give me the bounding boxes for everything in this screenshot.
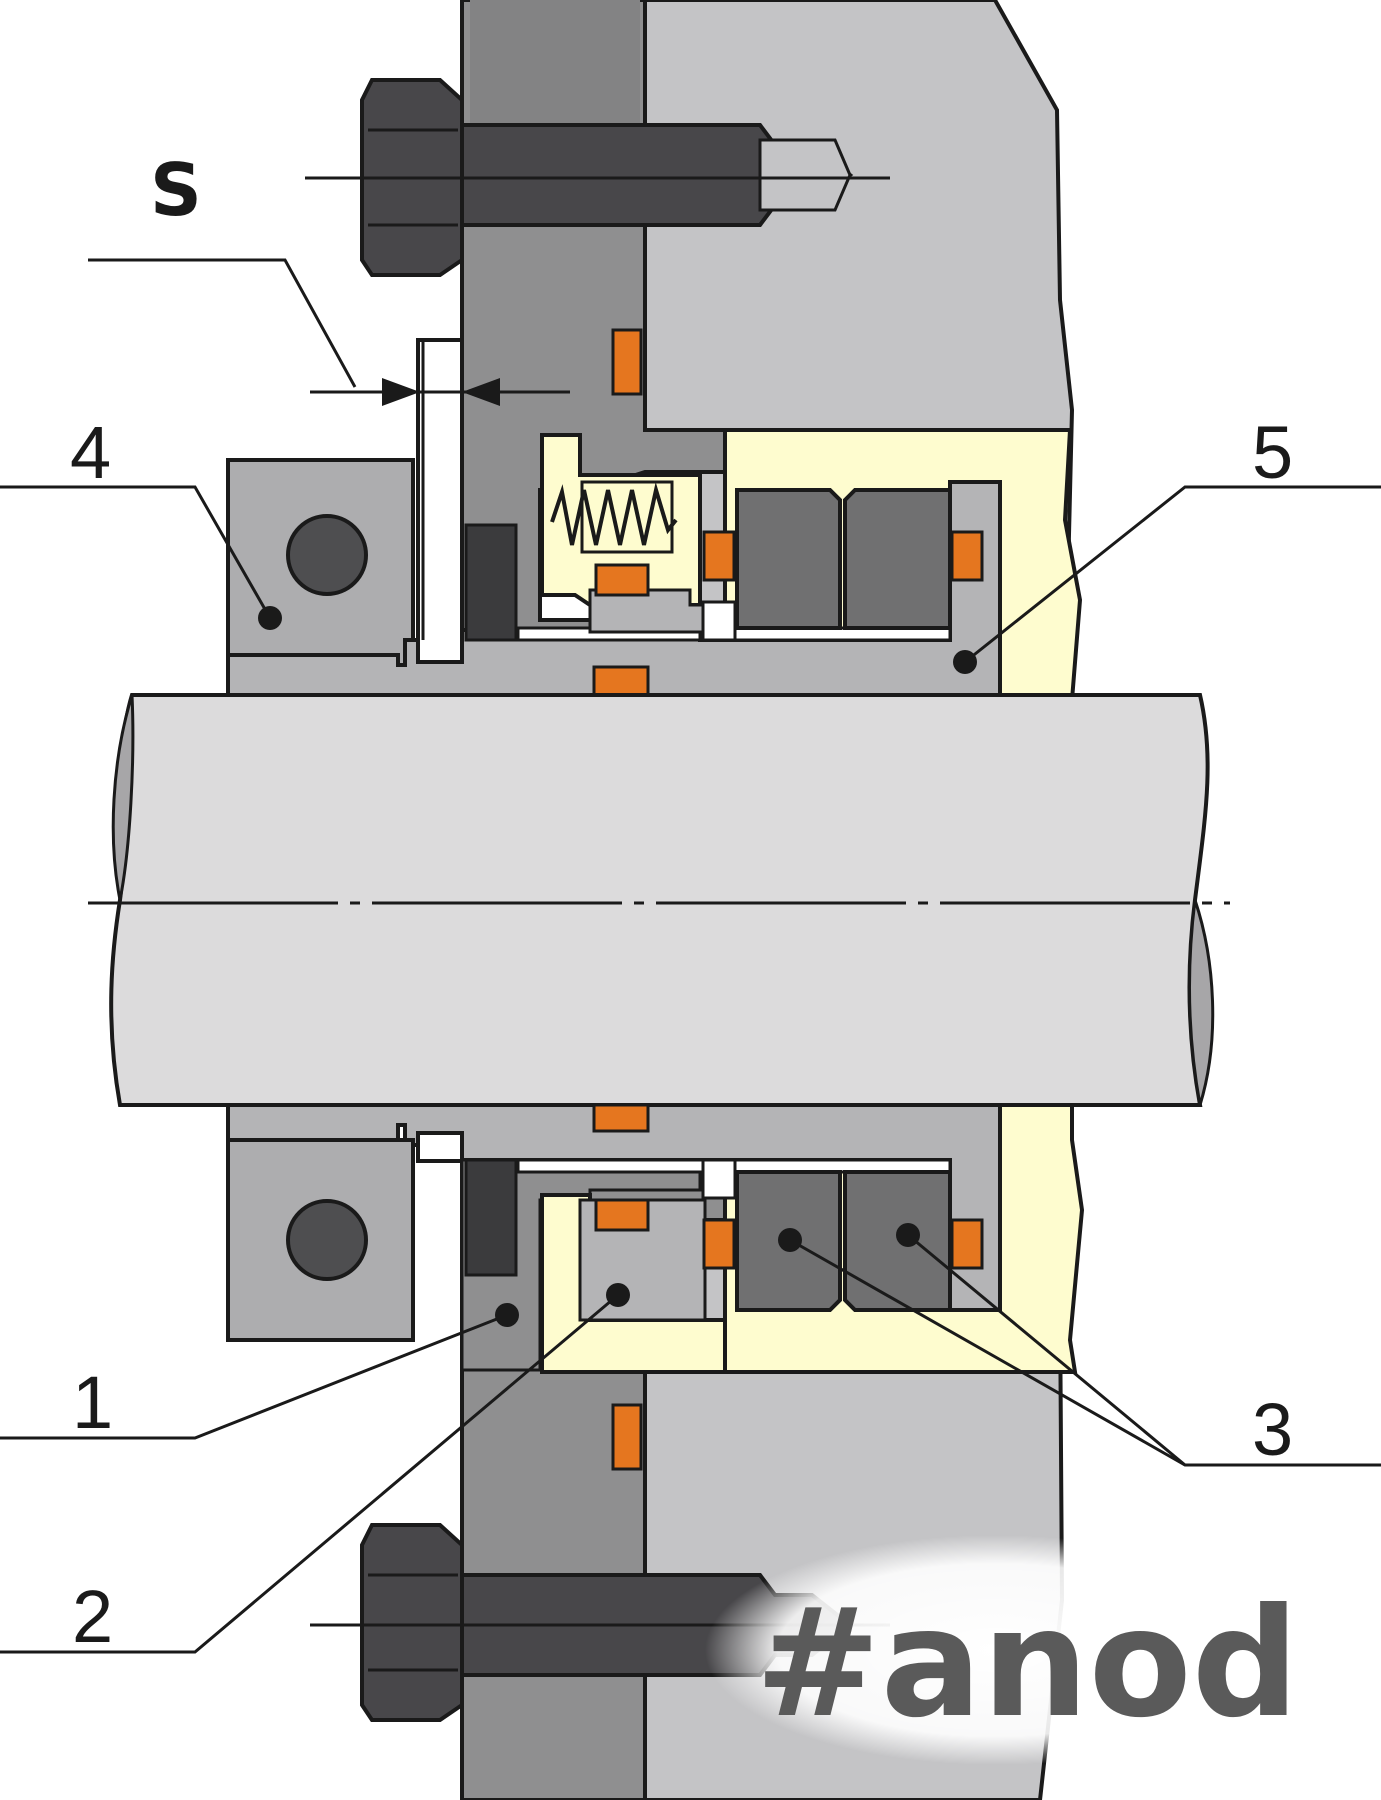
collar-set-screw-lower <box>286 1199 368 1281</box>
collar-set-screw <box>286 514 368 596</box>
oring-ring-right-lower <box>950 1218 984 1270</box>
shaft-end-right <box>1188 899 1215 1106</box>
gap-label: S <box>150 148 202 232</box>
watermark: #anod <box>755 1577 1299 1751</box>
oring-ring-left-upper <box>702 530 736 582</box>
seat-white-block <box>701 600 737 642</box>
dot-2 <box>606 1283 630 1307</box>
oring-ring-right-upper <box>950 530 984 582</box>
seal-face-ring-right <box>843 488 952 630</box>
dim-leader <box>88 258 357 388</box>
setting-plate-lower <box>416 1131 464 1163</box>
callout-4: 4 <box>70 411 111 494</box>
oring-seat-lower <box>594 1198 650 1232</box>
callout-5: 5 <box>1252 411 1293 494</box>
spring-icon <box>550 482 678 546</box>
gland-gasket-lower <box>464 1158 518 1277</box>
dim-arrow-right <box>462 378 500 406</box>
bolt-head-lower <box>360 1523 464 1722</box>
leader-1 <box>0 1313 508 1440</box>
leader-5 <box>964 485 1381 664</box>
shaft-end-left <box>111 694 135 901</box>
oring-gland-lower <box>611 1403 643 1471</box>
callout-2: 2 <box>72 1575 113 1658</box>
oring-sleeve-upper <box>592 665 650 697</box>
seat-white-block-lower <box>701 1158 737 1200</box>
shaft <box>109 693 1210 1107</box>
gland-gasket <box>464 523 518 642</box>
bolt-tip-upper <box>758 138 852 212</box>
leader-3b <box>907 1233 1186 1467</box>
dot-3a <box>778 1228 802 1252</box>
seal-face-ring-left <box>735 488 842 630</box>
oring-gland-upper <box>611 328 643 396</box>
dot-5 <box>953 650 977 674</box>
gland-shade <box>470 0 640 130</box>
leader-2 <box>0 1293 619 1654</box>
callout-1: 1 <box>72 1361 113 1444</box>
dot-1 <box>495 1303 519 1327</box>
callout-3: 3 <box>1252 1388 1293 1471</box>
oring-sleeve-lower <box>592 1103 650 1133</box>
oring-seat-upper <box>594 563 650 597</box>
dot-4 <box>258 606 282 630</box>
watermark-glow <box>705 1535 1285 1765</box>
setting-plate <box>416 338 464 664</box>
seal-face-ring-right-lower <box>843 1170 952 1312</box>
leader-4 <box>0 485 272 619</box>
oring-ring-left-lower <box>702 1218 736 1270</box>
dot-3b <box>896 1223 920 1247</box>
dim-arrow-left <box>382 378 420 406</box>
seat-insert <box>588 588 707 642</box>
